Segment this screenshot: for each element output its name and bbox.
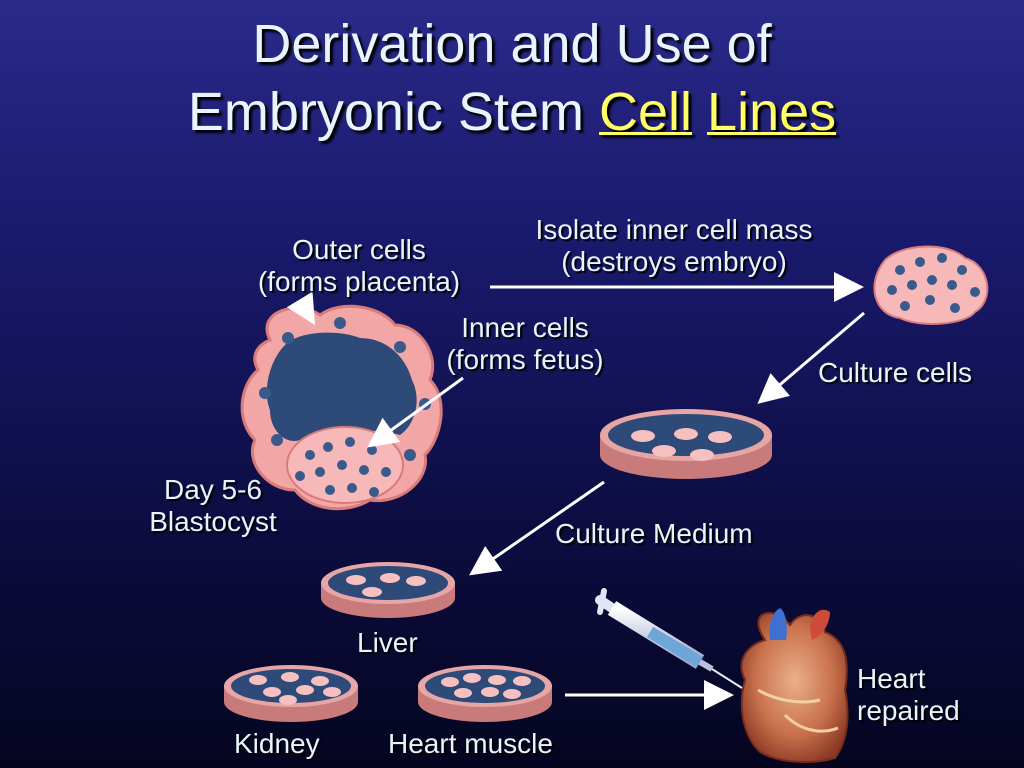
arrow-culture-cells bbox=[757, 311, 865, 404]
blastocyst-label: Day 5-6 Blastocyst bbox=[128, 474, 298, 538]
lines-link[interactable]: Lines bbox=[707, 82, 837, 142]
kidney-dish bbox=[224, 665, 358, 722]
title-line-2-text: Embryonic Stem bbox=[187, 82, 584, 142]
isolate-line-2: (destroys embryo) bbox=[561, 246, 787, 277]
culture-cells-label: Culture cells bbox=[818, 357, 973, 388]
outer-cell-nuclei bbox=[259, 317, 431, 461]
outer-cells-label: Outer cells (forms placenta) bbox=[228, 234, 490, 298]
heart-icon bbox=[740, 608, 849, 763]
culture-dish-large bbox=[600, 409, 772, 479]
heart-repaired-line-1: Heart bbox=[857, 663, 926, 694]
kidney-label: Kidney bbox=[234, 728, 320, 759]
liver-label: Liver bbox=[357, 627, 418, 658]
outer-cells-line-1: Outer cells bbox=[292, 234, 426, 265]
isolate-line-1: Isolate inner cell mass bbox=[535, 214, 813, 245]
isolated-cell-cluster bbox=[873, 245, 989, 325]
arrow-inner-cells bbox=[367, 376, 464, 448]
outer-cells-line-2: (forms placenta) bbox=[257, 266, 461, 297]
arrow-outer-cells bbox=[286, 291, 316, 326]
heart-repaired-label: Heart repaired bbox=[857, 663, 960, 727]
heart-muscle-label: Heart muscle bbox=[388, 728, 553, 759]
inner-cell-mass bbox=[286, 426, 404, 504]
liver-dish bbox=[321, 562, 455, 618]
inner-cells-line-2: (forms fetus) bbox=[446, 344, 604, 375]
heart-repaired-line-2: repaired bbox=[857, 695, 960, 726]
syringe-icon bbox=[595, 588, 743, 689]
cell-link[interactable]: Cell bbox=[599, 82, 693, 142]
title-line-1: Derivation and Use of bbox=[252, 14, 772, 74]
heart-muscle-dish bbox=[418, 665, 552, 722]
arrow-culture-medium bbox=[469, 480, 605, 576]
slide-title: Derivation and Use of Embryonic Stem Cel… bbox=[0, 10, 1024, 146]
blastocyst-line-2: Blastocyst bbox=[149, 506, 277, 537]
title-line-2: Embryonic Stem Cell Lines bbox=[0, 78, 1024, 146]
blastocyst-line-1: Day 5-6 bbox=[163, 474, 263, 505]
culture-medium-label: Culture Medium bbox=[555, 518, 753, 549]
blastocyst-cavity bbox=[266, 332, 417, 441]
inner-cells-label: Inner cells (forms fetus) bbox=[420, 312, 630, 376]
isolate-label: Isolate inner cell mass (destroys embryo… bbox=[496, 214, 852, 278]
inner-cells-line-1: Inner cells bbox=[461, 312, 589, 343]
